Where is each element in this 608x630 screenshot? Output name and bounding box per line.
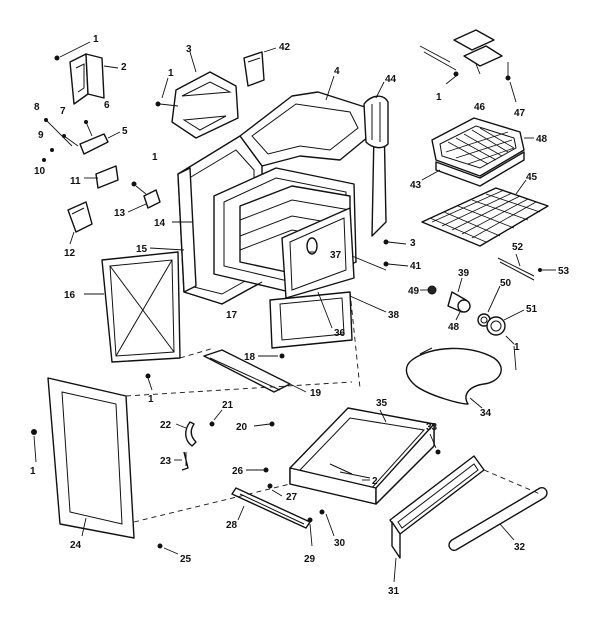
callout-1: 1: [168, 68, 174, 79]
callout-1: 1: [148, 394, 154, 405]
callout-21: 21: [222, 400, 234, 411]
part-45-oven-rack: [421, 179, 549, 247]
callout-15: 15: [136, 244, 148, 255]
callout-10: 10: [34, 166, 46, 177]
callout-11: 11: [70, 176, 81, 187]
callout-47: 47: [514, 108, 526, 119]
callout-3: 3: [410, 238, 416, 249]
callout-7: 7: [60, 106, 66, 117]
part-13-latch: [127, 181, 161, 213]
part-46-top-trim: [419, 29, 517, 103]
part-46-broil-pan: [421, 117, 534, 187]
callout-38: 38: [388, 310, 400, 321]
callout-22: 22: [160, 420, 172, 431]
callout-24: 24: [70, 540, 82, 551]
callout-29: 29: [304, 554, 316, 565]
part-32-drawer-handle: [448, 486, 548, 552]
callout-37: 37: [330, 250, 342, 261]
parts-3-41-screws: [351, 239, 409, 271]
part-25-screw: [157, 543, 179, 555]
callout-4: 4: [334, 66, 340, 77]
callout-3: 3: [186, 44, 192, 55]
callout-25: 25: [180, 554, 192, 565]
callout-30: 30: [334, 538, 346, 549]
callout-8: 8: [34, 102, 40, 113]
callout-49: 49: [408, 286, 420, 297]
part-31-drawer-front: [389, 455, 485, 583]
part-2-side-bracket: [54, 41, 119, 105]
callout-28: 28: [226, 520, 238, 531]
callout-32: 32: [514, 542, 526, 553]
callout-12: 12: [64, 248, 76, 259]
callout-1: 1: [93, 34, 99, 45]
callout-41: 41: [410, 261, 422, 272]
callout-44: 44: [385, 74, 397, 85]
callout-16: 16: [64, 290, 76, 301]
callout-26: 26: [232, 466, 244, 477]
callout-6: 6: [104, 100, 110, 111]
callout-50: 50: [500, 278, 512, 289]
part-4-oven-body: [177, 75, 389, 305]
parts-20-23-hardware: [174, 409, 275, 471]
callout-46: 46: [474, 102, 486, 113]
callout-43: 43: [410, 180, 422, 191]
callout-48: 48: [448, 322, 460, 333]
callout-42: 42: [279, 42, 291, 53]
callout-5: 5: [122, 126, 128, 137]
part-3-heat-shield: [155, 51, 239, 139]
callout-48: 48: [536, 134, 548, 145]
callout-1: 1: [514, 342, 520, 353]
callout-1: 1: [152, 152, 158, 163]
part-1-screw-lower-left: [145, 373, 153, 391]
callout-35: 35: [376, 398, 388, 409]
callout-2: 2: [372, 476, 378, 487]
callout-1: 1: [436, 92, 442, 103]
part-35-storage-drawer: [289, 407, 441, 505]
callout-52: 52: [512, 242, 524, 253]
part-42-bracket: [243, 47, 277, 87]
part-24-front-door-panel: [31, 377, 135, 539]
callout-9: 9: [38, 130, 44, 141]
callout-14: 14: [154, 218, 166, 229]
callout-45: 45: [526, 172, 538, 183]
callout-13: 13: [114, 208, 126, 219]
part-16-glass-panel: [84, 251, 181, 363]
callout-1: 1: [30, 466, 36, 477]
callout-18: 18: [244, 352, 256, 363]
callout-36: 36: [334, 328, 346, 339]
callout-labels: 1 2 3 42 1 4 44 1 46 47 8 7 6 5 9 10 11 …: [30, 34, 570, 597]
callout-31: 31: [388, 586, 400, 597]
part-36-door-frame: [269, 291, 353, 349]
assembly-guide-lines: [125, 291, 541, 523]
part-19-bottom-rail: [203, 349, 307, 393]
callout-33: 33: [426, 422, 438, 433]
part-12-bracket: [67, 201, 93, 245]
callout-53: 53: [558, 266, 570, 277]
part-38-door-liner: [349, 295, 387, 313]
part-52-rod: [497, 253, 556, 281]
callout-17: 17: [226, 310, 238, 321]
callout-23: 23: [160, 456, 172, 467]
callout-19: 19: [310, 388, 322, 399]
callout-27: 27: [286, 492, 298, 503]
part-15-side-trim: [149, 167, 197, 293]
callout-34: 34: [480, 408, 492, 419]
part-28-drawer-slide: [231, 467, 335, 547]
callout-39: 39: [458, 268, 470, 279]
parts-39-51-knobs-rings: [420, 277, 525, 345]
part-34-bake-element: [405, 345, 517, 409]
callout-2: 2: [121, 62, 127, 73]
parts-5-11-hinge-hardware: [42, 118, 121, 189]
callout-20: 20: [236, 422, 248, 433]
callout-51: 51: [526, 304, 538, 315]
